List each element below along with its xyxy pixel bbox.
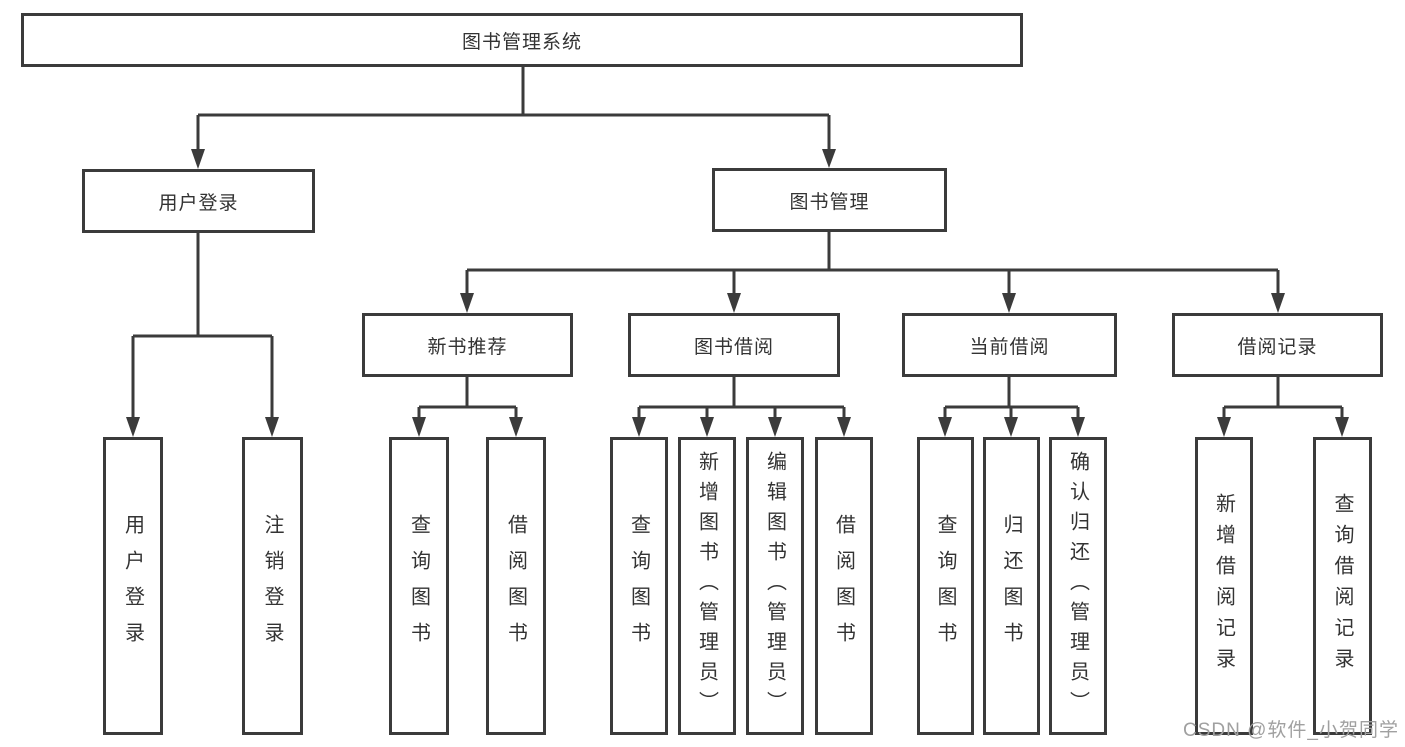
edge-root-to-level2	[191, 67, 836, 169]
edge-book-borrow-split	[632, 377, 851, 437]
edge-user-login-split	[126, 233, 279, 437]
leaf-user-login: 用户登录	[103, 437, 163, 735]
leaf-borrow-books-borrow: 借阅图书	[815, 437, 873, 735]
leaf-return-books: 归还图书	[983, 437, 1040, 735]
leaf-edit-book-admin: 编辑图书（管理员）	[746, 437, 804, 735]
node-new-book-recommend: 新书推荐	[362, 313, 573, 377]
edge-borrow-record-split	[1217, 377, 1349, 437]
csdn-watermark: CSDN @软件_小贺同学	[1183, 720, 1399, 741]
node-borrow-records: 借阅记录	[1172, 313, 1383, 377]
leaf-add-book-admin: 新增图书（管理员）	[678, 437, 736, 735]
leaf-query-books-borrow: 查询图书	[610, 437, 668, 735]
leaf-query-borrow-record: 查询借阅记录	[1313, 437, 1372, 735]
edge-new-book-recommend-split	[412, 377, 523, 437]
leaf-confirm-return-admin: 确认归还（管理员）	[1049, 437, 1107, 735]
leaf-logout: 注销登录	[242, 437, 303, 735]
node-root-library-system: 图书管理系统	[21, 13, 1023, 67]
node-user-login: 用户登录	[82, 169, 315, 233]
node-book-borrow: 图书借阅	[628, 313, 840, 377]
leaf-borrow-books-recommend: 借阅图书	[486, 437, 546, 735]
leaf-add-borrow-record: 新增借阅记录	[1195, 437, 1253, 735]
leaf-query-books-current: 查询图书	[917, 437, 974, 735]
node-book-management: 图书管理	[712, 168, 947, 232]
edge-book-management-split	[460, 232, 1285, 313]
edge-current-borrow-split	[938, 377, 1085, 437]
leaf-query-books-recommend: 查询图书	[389, 437, 449, 735]
node-current-borrow: 当前借阅	[902, 313, 1117, 377]
